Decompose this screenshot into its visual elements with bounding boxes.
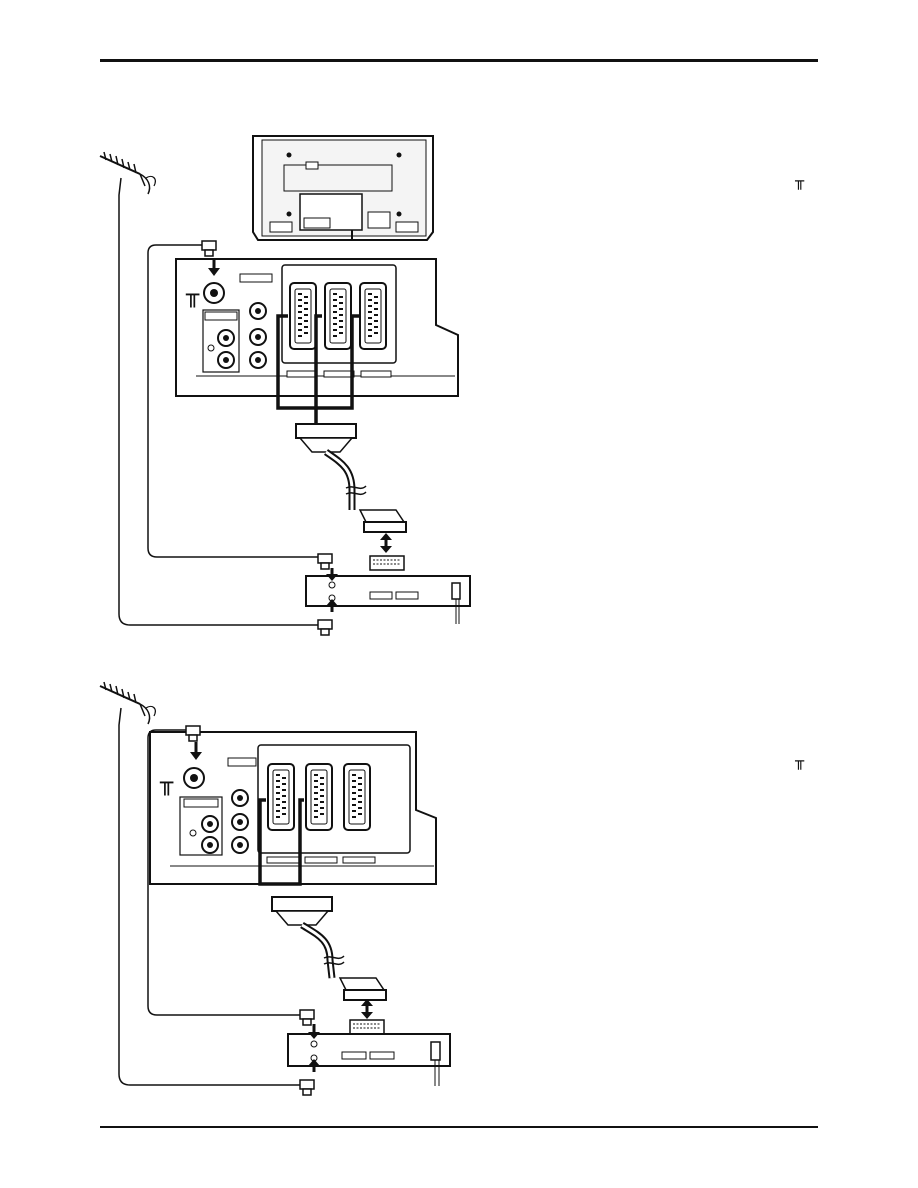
double-arrow-icon (361, 999, 373, 1019)
vcr-icon (288, 1034, 450, 1086)
aerial-icon (100, 152, 155, 194)
figure-1-diagram: ╥ (100, 136, 470, 635)
figure-2-diagram: ╥ (100, 682, 450, 1095)
svg-text:╥: ╥ (159, 771, 174, 796)
vcr-icon (306, 576, 470, 624)
double-arrow-icon (380, 533, 392, 553)
scart-plug-icon (272, 897, 386, 1000)
svg-text:╥: ╥ (185, 283, 200, 308)
aerial-icon (100, 682, 155, 724)
tv-back-panel-icon (253, 136, 433, 240)
scart-plug-icon (296, 424, 406, 532)
